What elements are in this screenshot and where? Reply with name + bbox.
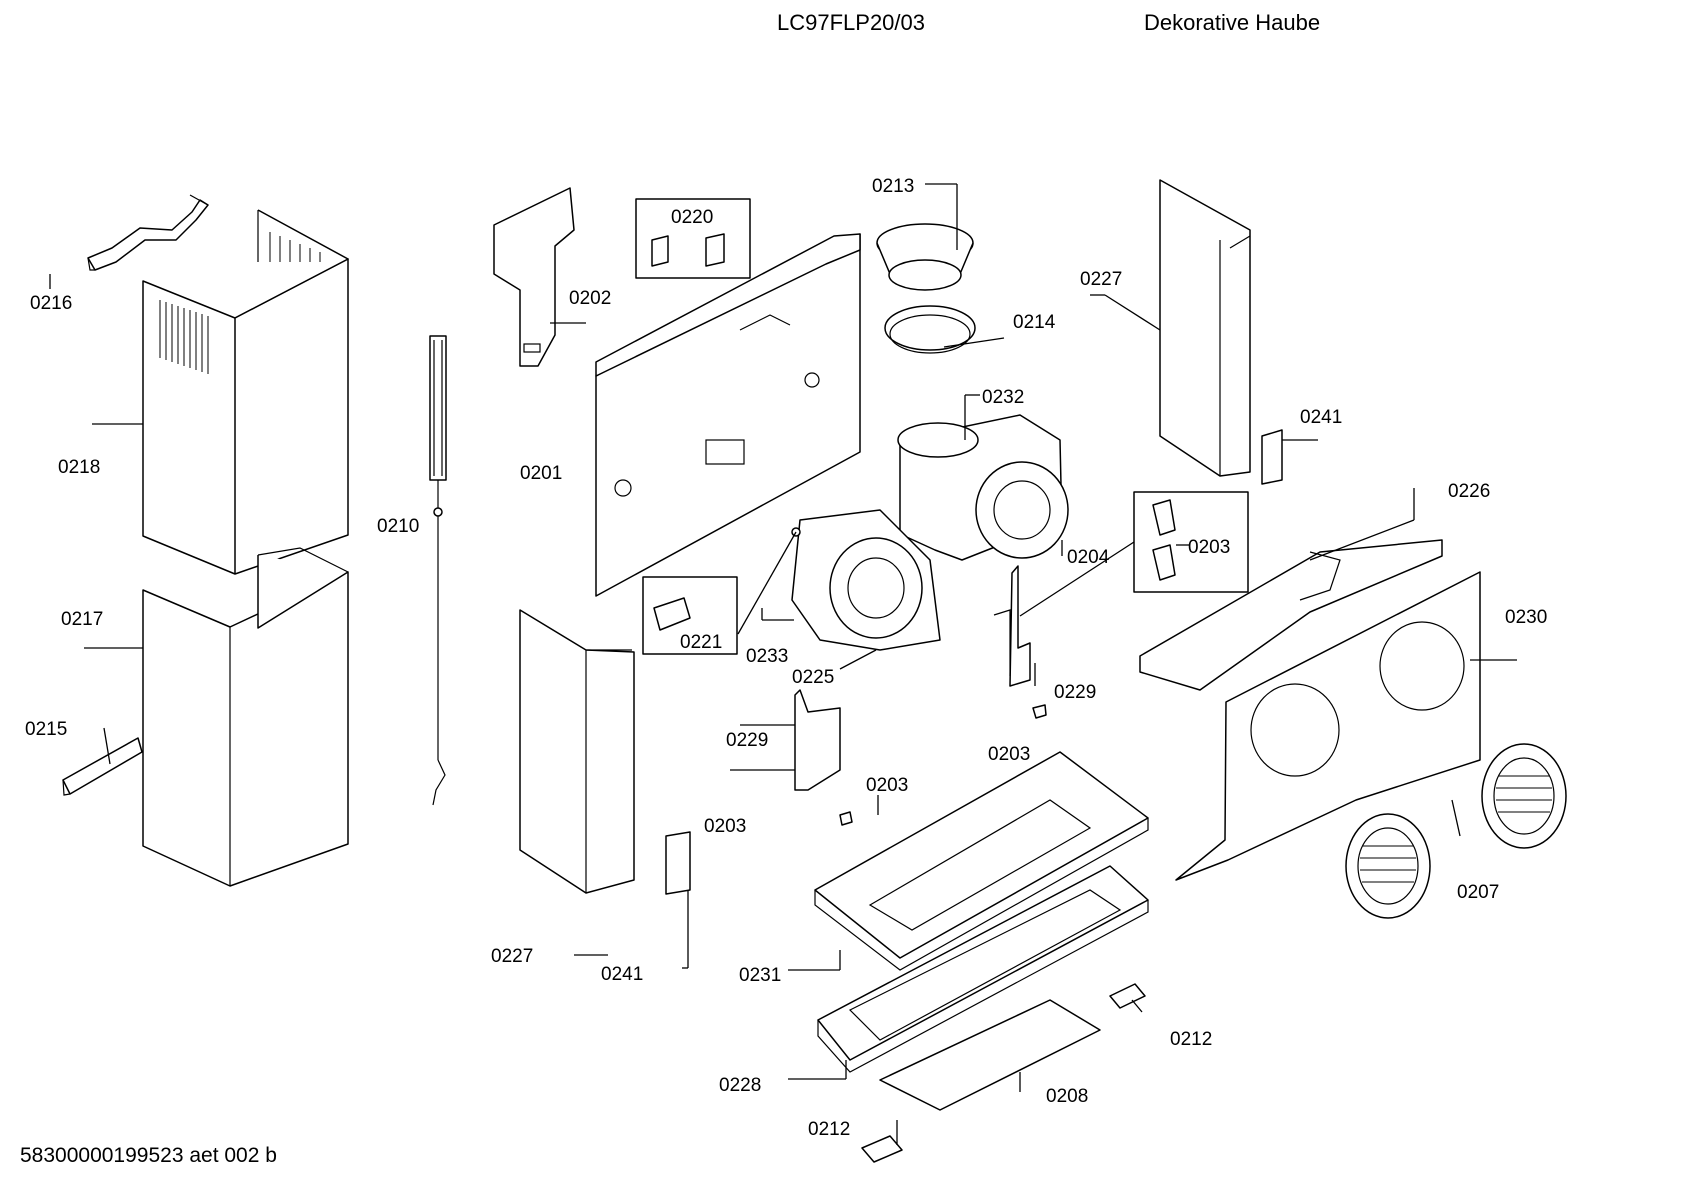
callout-0232: 0232 (982, 387, 1024, 408)
callout-0231: 0231 (739, 965, 781, 986)
callout-0213: 0213 (872, 176, 914, 197)
part-rail-0215 (62, 737, 143, 796)
part-grease-filter-0207-b (1345, 813, 1431, 919)
part-bracket-0202 (493, 187, 575, 367)
part-lower-chimney-0217 (142, 547, 349, 887)
diagram-description: Dekorative Haube (1144, 10, 1321, 35)
callout-0228: 0228 (719, 1075, 761, 1096)
callout-0220: 0220 (671, 207, 713, 228)
document-id: 58300000199523 aet 002 b (20, 1144, 277, 1167)
part-cap-0241-right (1261, 429, 1283, 485)
callout-0227-left: 0227 (491, 946, 533, 967)
callout-0203-box: 0203 (1188, 537, 1230, 558)
part-bracket-0229-right (993, 565, 1031, 687)
callout-0202: 0202 (569, 288, 611, 309)
callout-0241-left: 0241 (601, 964, 643, 985)
callout-0229-right: 0229 (1054, 682, 1096, 703)
leader-lines (49, 183, 1517, 1145)
callout-0203-a: 0203 (988, 744, 1030, 765)
part-frame-0228 (817, 865, 1149, 1073)
callout-0227-right: 0227 (1080, 269, 1122, 290)
part-ring-0213 (876, 223, 974, 291)
callout-0201: 0201 (520, 463, 562, 484)
part-top-plate-0226 (1139, 539, 1443, 691)
callout-0208: 0208 (1046, 1086, 1088, 1107)
part-clip-0203-small (839, 704, 1047, 826)
model-number: LC97FLP20/03 (777, 10, 925, 35)
part-upper-chimney-0218 (142, 209, 349, 575)
callout-0207: 0207 (1457, 882, 1499, 903)
part-clips-box-0220 (635, 198, 751, 279)
callout-0226: 0226 (1448, 481, 1490, 502)
part-back-panel-0201 (595, 233, 861, 597)
part-cap-0241-left (665, 831, 691, 895)
callout-0216: 0216 (30, 293, 72, 314)
part-bracket-0229-left (794, 689, 841, 791)
part-blower-housing-0232 (897, 414, 1069, 561)
callout-0225: 0225 (792, 667, 834, 688)
part-cable-0210 (429, 335, 447, 806)
callout-0229-left: 0229 (726, 730, 768, 751)
part-hinge-0212-left (861, 1135, 903, 1163)
callout-0210: 0210 (377, 516, 419, 537)
callout-0212-left: 0212 (808, 1119, 850, 1140)
callout-0214: 0214 (1013, 312, 1056, 333)
callout-0215: 0215 (25, 719, 67, 740)
part-hinge-0212-right (1109, 983, 1146, 1009)
callout-0203-b: 0203 (866, 775, 908, 796)
part-bracket-0216 (87, 194, 209, 271)
part-grease-filter-0207-a (1481, 743, 1567, 849)
callout-0221: 0221 (680, 632, 722, 653)
callout-0218: 0218 (58, 457, 100, 478)
part-side-panel-0227-left (519, 609, 635, 894)
callout-0241-right: 0241 (1300, 407, 1342, 428)
callout-0204: 0204 (1067, 547, 1110, 568)
callout-0233: 0233 (746, 646, 788, 667)
callout-0217: 0217 (61, 609, 103, 630)
part-tray-0208 (879, 999, 1101, 1111)
callout-0212-right: 0212 (1170, 1029, 1212, 1050)
callout-0203-c: 0203 (704, 816, 746, 837)
callout-0230: 0230 (1505, 607, 1547, 628)
part-clip-0221 (642, 527, 801, 655)
part-frame-0231 (814, 751, 1149, 971)
part-side-panel-0227-right (1159, 179, 1251, 477)
part-blower-housing-0225 (791, 509, 941, 651)
part-ring-0214 (884, 305, 976, 354)
part-front-panel-0230 (1175, 571, 1481, 881)
